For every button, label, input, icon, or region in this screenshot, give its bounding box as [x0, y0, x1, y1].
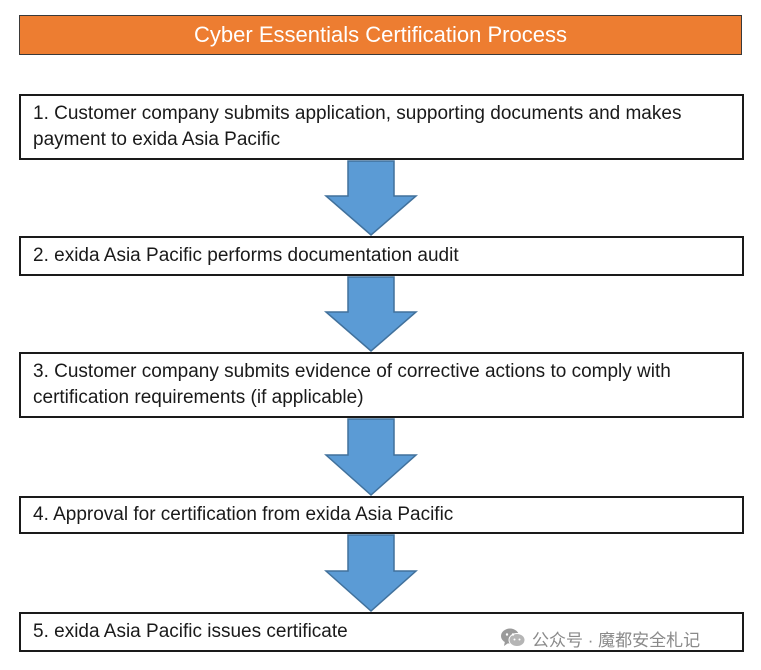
watermark: 公众号 · 魔都安全札记 [500, 622, 700, 654]
process-step-4-text: 4. Approval for certification from exida… [33, 504, 454, 525]
process-step-3: 3. Customer company submits evidence of … [19, 352, 744, 418]
process-step-5-text: 5. exida Asia Pacific issues certificate [33, 621, 348, 642]
diagram-title: Cyber Essentials Certification Process [19, 15, 742, 55]
process-step-3-text: 3. Customer company submits evidence of … [33, 361, 671, 408]
process-step-2-text: 2. exida Asia Pacific performs documenta… [33, 245, 459, 266]
down-arrow-2 [323, 276, 419, 352]
process-step-2: 2. exida Asia Pacific performs documenta… [19, 236, 744, 276]
down-arrow-4 [323, 534, 419, 612]
process-step-1-text: 1. Customer company submits application,… [33, 103, 682, 150]
down-arrow-1 [323, 160, 419, 236]
process-step-5: 5. exida Asia Pacific issues certificate [19, 612, 744, 652]
watermark-text: 公众号 · 魔都安全札记 [532, 630, 701, 650]
process-step-4: 4. Approval for certification from exida… [19, 496, 744, 534]
process-step-1: 1. Customer company submits application,… [19, 94, 744, 160]
wechat-icon [500, 627, 526, 649]
down-arrow-3 [323, 418, 419, 496]
